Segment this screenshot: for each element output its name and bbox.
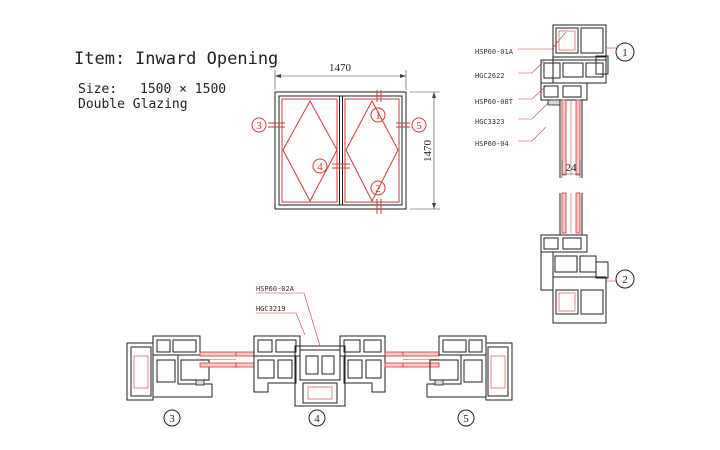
section-callout-5: 5 — [457, 409, 475, 427]
vertical-section: 24 HSP60-01A HGC2622 HSP — [475, 24, 635, 324]
width-value: 1470 — [329, 62, 352, 74]
svg-text:3: 3 — [256, 120, 262, 132]
left-sash — [281, 98, 338, 203]
svg-text:3: 3 — [169, 413, 175, 425]
horizontal-section-3: 3 — [126, 335, 237, 427]
left-opening-marks — [282, 99, 338, 203]
svg-text:2: 2 — [622, 274, 628, 286]
label-hsp60-08t: HSP60-08T — [475, 98, 514, 106]
svg-text:1: 1 — [375, 110, 381, 122]
svg-text:4: 4 — [317, 161, 323, 173]
svg-text:2: 2 — [375, 183, 381, 195]
height-value: 1470 — [422, 140, 434, 163]
section-callout-2: 2 — [615, 269, 635, 289]
right-opening-marks — [345, 99, 399, 203]
horizontal-section-4: HSP60-02A HGC3219 4 — [235, 285, 404, 427]
title-block: Item: Inward Opening Size: 1500 × 1500 D… — [74, 49, 278, 112]
label-hsp60-04: HSP60-04 — [475, 140, 509, 148]
right-sash — [344, 98, 400, 203]
outer-frame — [274, 91, 407, 210]
section-callout-3: 3 — [163, 409, 181, 427]
svg-text:5: 5 — [463, 413, 469, 425]
inner-frame — [278, 95, 403, 206]
section-callout-4: 4 — [308, 409, 326, 427]
svg-text:5: 5 — [416, 120, 422, 132]
item-value: Inward Opening — [135, 49, 278, 69]
svg-text:4: 4 — [314, 413, 320, 425]
width-dimension: 1470 — [274, 62, 407, 90]
horizontal-section-5: 5 — [402, 335, 513, 427]
size-value: 1500 × 1500 — [140, 82, 226, 97]
glass-value: 24 — [566, 162, 578, 174]
callout-1-marker: 1 — [370, 107, 386, 123]
label-hsp60-02a: HSP60-02A — [256, 285, 295, 293]
label-hgc2622: HGC2622 — [475, 72, 505, 80]
label-hsp60-01a: HSP60-01A — [475, 48, 514, 56]
size-label: Size: — [78, 82, 117, 97]
callout-5-marker: 5 — [411, 117, 427, 133]
glass-dimension: 24 — [561, 160, 581, 178]
svg-text:1: 1 — [622, 47, 628, 59]
item-label: Item: — [74, 49, 125, 69]
label-hgc3219: HGC3219 — [256, 305, 286, 313]
section-callout-1: 1 — [615, 42, 635, 62]
height-dimension: 1470 — [410, 91, 440, 210]
callout-2-marker: 2 — [370, 180, 386, 196]
callout-4-marker: 4 — [312, 158, 328, 174]
glazing-text: Double Glazing — [78, 97, 188, 112]
label-hgc3323: HGC3323 — [475, 118, 505, 126]
window-elevation: 1 2 3 4 5 1470 — [251, 62, 440, 214]
callout-3-marker: 3 — [251, 117, 267, 133]
